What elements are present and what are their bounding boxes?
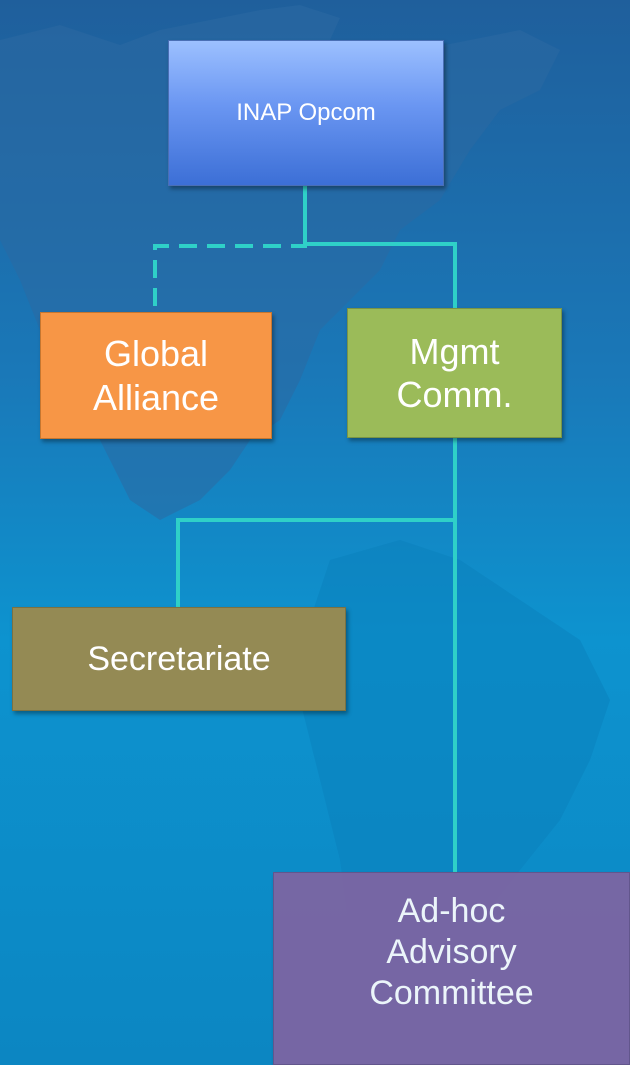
node-adhoc-advisory-committee-label: Ad-hoc Advisory Committee	[369, 892, 534, 1012]
connector-opcom-to-global-alliance	[153, 186, 307, 312]
connector-mgmt-to-secretariate	[176, 438, 457, 607]
node-adhoc-advisory-committee: Ad-hoc Advisory Committee	[273, 872, 630, 1065]
node-inap-opcom-label: INAP Opcom	[236, 98, 376, 126]
node-mgmt-comm: Mgmt Comm.	[347, 308, 562, 438]
node-secretariate: Secretariate	[12, 607, 346, 711]
connector-opcom-to-mgmt	[303, 186, 457, 308]
node-mgmt-comm-label: Mgmt Comm.	[396, 330, 513, 415]
node-global-alliance: Global Alliance	[40, 312, 272, 439]
node-secretariate-label: Secretariate	[87, 639, 271, 678]
node-global-alliance-label: Global Alliance	[92, 333, 220, 418]
node-inap-opcom: INAP Opcom	[168, 40, 444, 186]
